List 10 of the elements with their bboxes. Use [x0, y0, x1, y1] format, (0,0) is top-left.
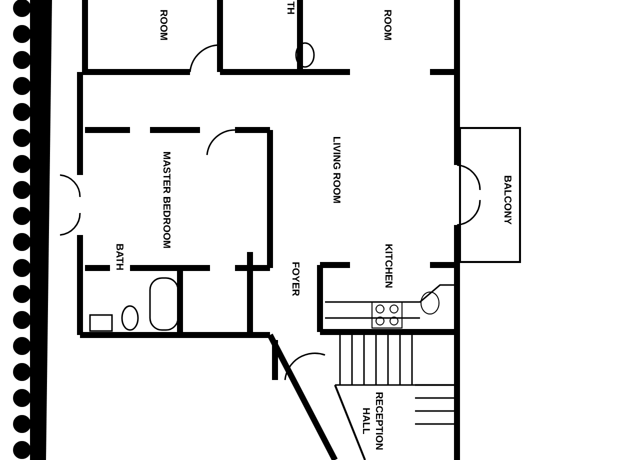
room-label: BALCONY — [500, 175, 514, 225]
room-label: ROOM — [156, 9, 170, 41]
room-label: TH — [284, 1, 296, 15]
room-label: MASTER BEDROOM — [160, 151, 172, 249]
room-label: KITCHEN — [382, 244, 394, 288]
room-label: LIVING ROOM — [330, 136, 342, 204]
room-label: FOYER — [288, 262, 302, 296]
room-label: ROOM — [380, 9, 394, 41]
room-label: BATH — [112, 243, 126, 271]
room-label: RECEPTION HALL — [359, 390, 385, 452]
